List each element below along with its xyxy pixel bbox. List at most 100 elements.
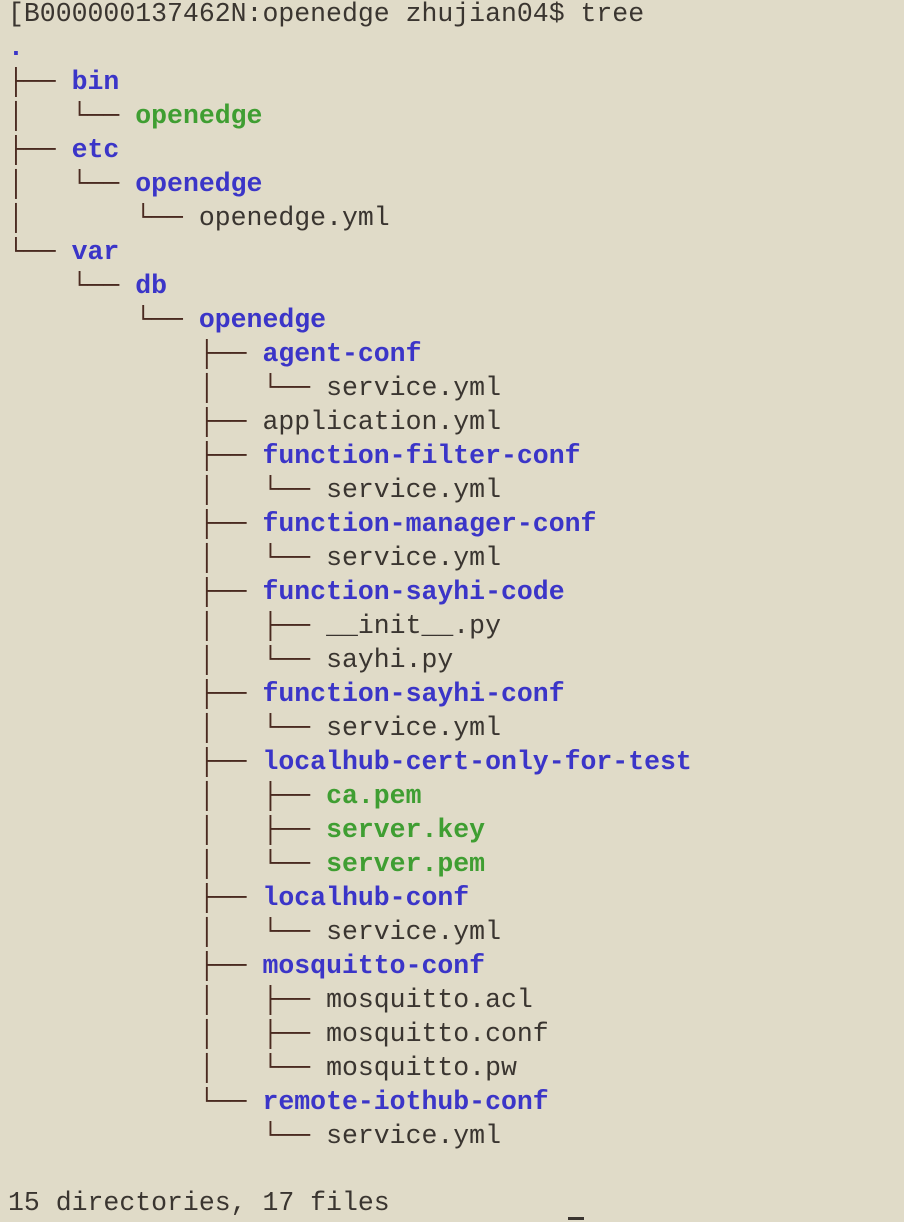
directory-name: db — [135, 271, 168, 301]
directory-name: function-filter-conf — [262, 441, 581, 471]
tree-row: │ └── openedge — [8, 99, 904, 133]
directory-name: . — [8, 33, 24, 63]
tree-branch: │ └── — [8, 169, 136, 199]
tree-branch: │ └── — [8, 203, 199, 233]
file-name: application.yml — [262, 407, 501, 437]
directory-name: function-sayhi-code — [262, 577, 565, 607]
tree-row: │ └── service.yml — [8, 915, 904, 949]
tree-row: │ └── service.yml — [8, 711, 904, 745]
tree-branch: └── — [8, 237, 72, 267]
directory-name: localhub-cert-only-for-test — [262, 747, 692, 777]
tree-row: └── remote-iothub-conf — [8, 1085, 904, 1119]
file-name: service.yml — [326, 543, 501, 573]
directory-name: openedge — [198, 305, 327, 335]
tree-row: ├── function-sayhi-conf — [8, 677, 904, 711]
tree-branch: ├── — [8, 747, 263, 777]
tree-row: └── openedge — [8, 303, 904, 337]
file-name: service.yml — [326, 713, 501, 743]
tree-row: ├── localhub-conf — [8, 881, 904, 915]
text-cursor — [568, 1217, 584, 1220]
tree-branch: │ └── — [8, 645, 327, 675]
shell-prompt-line: [B000000137462N:openedge zhujian04$ tree — [8, 0, 645, 29]
file-name: mosquitto.conf — [326, 1019, 549, 1049]
tree-row: │ └── openedge.yml — [8, 201, 904, 235]
tree-row: ├── function-manager-conf — [8, 507, 904, 541]
tree-branch: ├── — [8, 679, 263, 709]
tree-branch: │ └── — [8, 1053, 327, 1083]
tree-branch: │ └── — [8, 101, 136, 131]
tree-branch: ├── — [8, 441, 263, 471]
tree-row: │ ├── __init__.py — [8, 609, 904, 643]
tree-row: │ └── service.yml — [8, 541, 904, 575]
tree-branch: │ └── — [8, 713, 327, 743]
tree-row: ├── bin — [8, 65, 904, 99]
tree-branch: │ ├── — [8, 1019, 327, 1049]
tree-branch: ├── — [8, 407, 263, 437]
tree-row: ├── function-filter-conf — [8, 439, 904, 473]
file-name: openedge.yml — [198, 203, 390, 233]
tree-row: └── var — [8, 235, 904, 269]
tree-row: │ └── mosquitto.pw — [8, 1051, 904, 1085]
directory-name: agent-conf — [262, 339, 422, 369]
executable-file-name: openedge — [135, 101, 263, 131]
file-name: service.yml — [326, 917, 501, 947]
file-name: sayhi.py — [326, 645, 454, 675]
tree-branch: │ └── — [8, 373, 327, 403]
file-name: service.yml — [326, 475, 501, 505]
tree-branch: ├── — [8, 67, 72, 97]
directory-name: var — [71, 237, 120, 267]
tree-branch: │ ├── — [8, 815, 327, 845]
file-name: service.yml — [326, 373, 501, 403]
tree-row: │ ├── server.key — [8, 813, 904, 847]
directory-name: etc — [71, 135, 120, 165]
tree-row: ├── function-sayhi-code — [8, 575, 904, 609]
tree-row: │ ├── ca.pem — [8, 779, 904, 813]
tree-row: │ ├── mosquitto.conf — [8, 1017, 904, 1051]
tree-branch: ├── — [8, 577, 263, 607]
executable-file-name: ca.pem — [326, 781, 422, 811]
directory-name: function-sayhi-conf — [262, 679, 565, 709]
tree-branch: │ └── — [8, 849, 327, 879]
file-name: __init__.py — [326, 611, 501, 641]
tree-branch: └── — [8, 1087, 263, 1117]
tree-branch: ├── — [8, 339, 263, 369]
tree-branch: ├── — [8, 509, 263, 539]
directory-name: remote-iothub-conf — [262, 1087, 549, 1117]
tree-row: ├── etc — [8, 133, 904, 167]
directory-name: function-manager-conf — [262, 509, 597, 539]
tree-branch: ├── — [8, 883, 263, 913]
tree-row: ├── localhub-cert-only-for-test — [8, 745, 904, 779]
tree-branch: ├── — [8, 135, 72, 165]
tree-branch: └── — [8, 271, 136, 301]
file-name: mosquitto.acl — [326, 985, 533, 1015]
tree-branch: │ ├── — [8, 611, 327, 641]
tree-row: │ └── service.yml — [8, 371, 904, 405]
directory-name: mosquitto-conf — [262, 951, 486, 981]
tree-branch: └── — [8, 305, 199, 335]
tree-branch: ├── — [8, 951, 263, 981]
executable-file-name: server.pem — [326, 849, 486, 879]
directory-name: localhub-conf — [262, 883, 470, 913]
tree-row: │ └── server.pem — [8, 847, 904, 881]
tree-branch: │ └── — [8, 917, 327, 947]
tree-branch: │ └── — [8, 543, 327, 573]
tree-row: ├── application.yml — [8, 405, 904, 439]
tree-row: ├── mosquitto-conf — [8, 949, 904, 983]
executable-file-name: server.key — [326, 815, 486, 845]
directory-name: bin — [71, 67, 120, 97]
tree-branch: └── — [8, 1121, 327, 1151]
file-name: mosquitto.pw — [326, 1053, 517, 1083]
tree-row: ├── agent-conf — [8, 337, 904, 371]
tree-branch: │ └── — [8, 475, 327, 505]
tree-row: └── db — [8, 269, 904, 303]
tree-row: └── service.yml — [8, 1119, 904, 1153]
tree-summary: 15 directories, 17 files — [8, 1188, 390, 1218]
file-name: service.yml — [326, 1121, 501, 1151]
tree-branch: │ ├── — [8, 781, 327, 811]
tree-branch: │ ├── — [8, 985, 327, 1015]
tree-row: . — [8, 31, 904, 65]
tree-output: .├── bin│ └── openedge├── etc│ └── opene… — [8, 31, 904, 1153]
tree-row: │ └── sayhi.py — [8, 643, 904, 677]
tree-row: │ └── service.yml — [8, 473, 904, 507]
